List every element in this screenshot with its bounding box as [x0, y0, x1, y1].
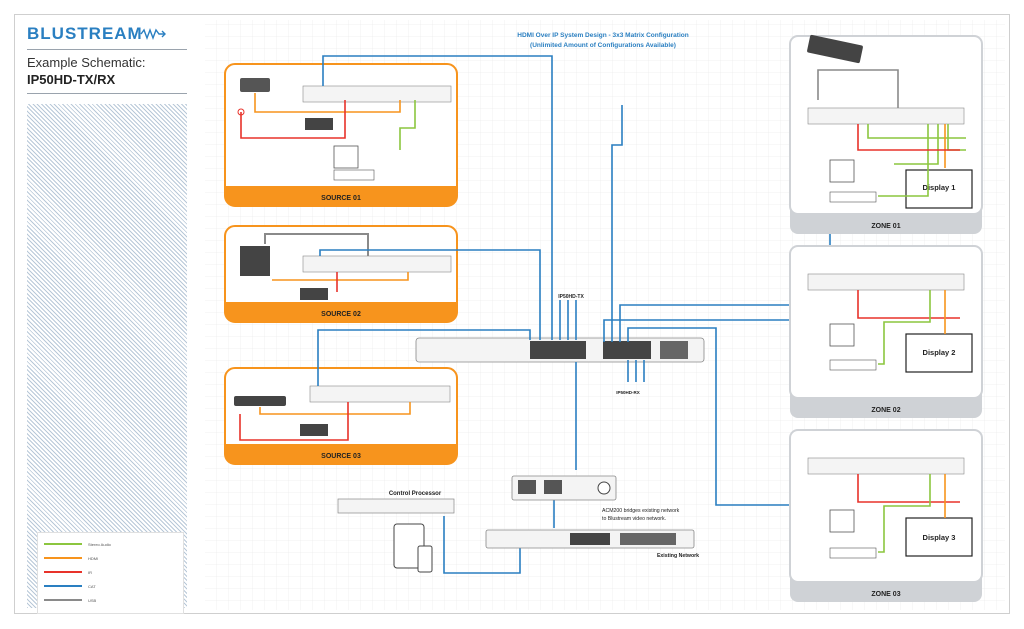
existing-network-label: Existing Network [657, 553, 699, 559]
source-03-label: SOURCE 03 [321, 453, 361, 460]
set-top-box-device [234, 396, 286, 406]
legend-item: Stereo Audio [44, 539, 111, 549]
ip50hd-tx-unit-3 [309, 385, 451, 403]
acm200-device [511, 475, 617, 501]
design-note-line2: (Unlimited Amount of Configurations Avai… [530, 42, 676, 49]
legend-item: USB [44, 595, 96, 605]
wave-icon [140, 28, 166, 40]
acm-note-2: to Blustream video network. [602, 516, 666, 522]
legend-item: HDMI [44, 553, 98, 563]
ir-receiver-2 [300, 288, 328, 300]
pc-tower-icon [240, 246, 270, 276]
phone-icon [417, 545, 433, 573]
keyboard-icon [807, 34, 863, 64]
zone-02-panel: ZONE 02 Display 2 [789, 245, 983, 418]
tx-label: IP50HD-TX [558, 294, 584, 300]
legend-item: CAT [44, 581, 96, 591]
ip50hd-tx-unit-1 [302, 85, 452, 103]
source-01-label: SOURCE 01 [321, 195, 361, 202]
ir-emitter-icon [237, 108, 245, 116]
control-processor-label: Control Processor [389, 491, 442, 497]
network-switch [415, 337, 705, 363]
brand-logo: BLUSTREAM [27, 24, 143, 43]
ip50hd-tx-unit-2 [302, 255, 452, 273]
control-processor-device [337, 498, 455, 514]
zone-03-panel: ZONE 03 Display 3 [789, 429, 983, 602]
source-02-panel: SOURCE 02 [224, 225, 458, 323]
legend: Stereo Audio HDMI IR CAT USB [37, 532, 184, 614]
model-title: IP50HD-TX/RX [27, 72, 116, 87]
existing-network-switch [485, 529, 695, 549]
svg-text:ZONE 02: ZONE 02 [871, 407, 900, 414]
svg-text:ZONE 03: ZONE 03 [871, 591, 900, 598]
legend-item: IR [44, 567, 92, 577]
header-rule [27, 49, 187, 50]
svg-text:Display 3: Display 3 [923, 533, 956, 542]
svg-text:Display 2: Display 2 [923, 348, 956, 357]
schematic-subtitle: Example Schematic: [27, 55, 146, 70]
svg-text:Display 1: Display 1 [923, 183, 956, 192]
hatch-pattern [27, 104, 187, 608]
acm-note-1: ACM200 bridges existing network [602, 508, 680, 514]
ir-receiver-1 [305, 118, 333, 130]
source-03-panel: SOURCE 03 [224, 367, 458, 465]
design-note-line1: HDMI Over IP System Design - 3x3 Matrix … [517, 32, 688, 39]
header-rule-2 [27, 93, 187, 94]
amp-device-1 [333, 169, 375, 181]
source-02-label: SOURCE 02 [321, 311, 361, 318]
ir-receiver-3 [300, 424, 328, 436]
speaker-icon [333, 145, 359, 169]
zone-01-panel: ZONE 01 Display 1 [789, 35, 983, 234]
source-01-panel: SOURCE 01 [224, 63, 458, 207]
media-player-device [240, 78, 270, 92]
sidebar: BLUSTREAM Example Schematic: IP50HD-TX/R… [27, 18, 187, 614]
svg-text:ZONE 01: ZONE 01 [871, 223, 900, 230]
rx-label: IP50HD-RX [616, 390, 640, 395]
